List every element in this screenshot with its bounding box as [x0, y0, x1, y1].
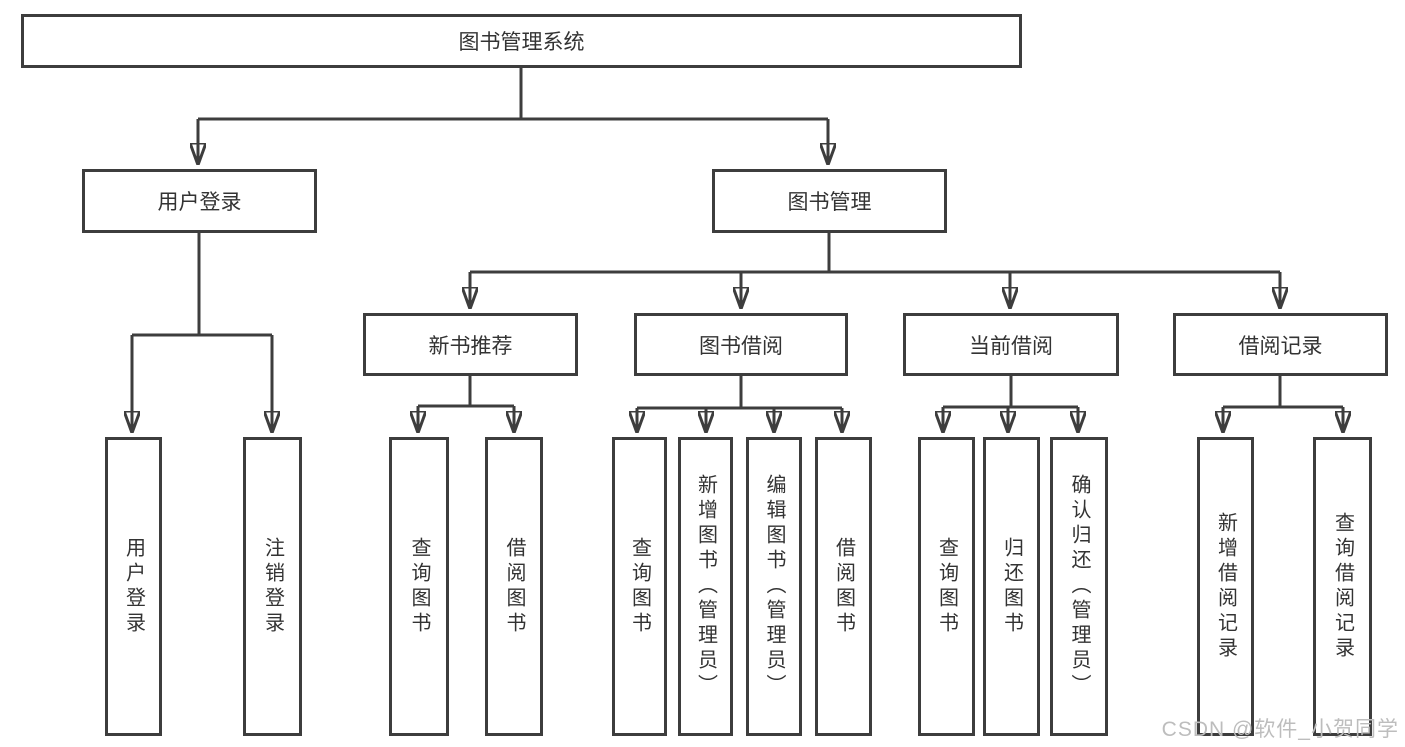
leaf-bb-edit-books-admin-label: 编辑图书（管理员） — [763, 474, 785, 699]
node-user-login-label: 用户登录 — [157, 191, 242, 214]
leaf-bb-add-books-admin-label: 新增图书（管理员） — [694, 474, 717, 699]
leaf-nb-borrow-books: 借阅图书 — [485, 437, 543, 736]
leaf-cb-query-books: 查询图书 — [918, 437, 975, 736]
leaf-user-login-label: 用户登录 — [122, 536, 145, 637]
leaf-bb-query-books: 查询图书 — [612, 437, 667, 736]
leaf-logout-label: 注销登录 — [261, 536, 284, 637]
node-user-login: 用户登录 — [82, 169, 317, 233]
node-new-book-recommend-label: 新书推荐 — [428, 334, 513, 358]
watermark: CSDN @软件_小贺同学 — [1161, 718, 1399, 741]
leaf-logout: 注销登录 — [243, 437, 302, 736]
leaf-cb-confirm-return-admin-label: 确认归还（管理员） — [1068, 474, 1090, 699]
node-borrow-records: 借阅记录 — [1173, 313, 1388, 376]
leaf-bb-borrow-books: 借阅图书 — [815, 437, 872, 736]
node-new-book-recommend: 新书推荐 — [363, 313, 578, 376]
leaf-nb-borrow-books-label: 借阅图书 — [503, 536, 525, 637]
leaf-nb-query-books-label: 查询图书 — [408, 536, 430, 637]
node-book-borrow-label: 图书借阅 — [699, 334, 783, 358]
node-current-borrow-label: 当前借阅 — [969, 334, 1053, 358]
leaf-rec-query-record: 查询借阅记录 — [1313, 437, 1372, 736]
leaf-user-login: 用户登录 — [105, 437, 162, 736]
node-library-system-label: 图书管理系统 — [458, 31, 585, 54]
leaf-bb-borrow-books-label: 借阅图书 — [832, 536, 855, 637]
node-current-borrow: 当前借阅 — [903, 313, 1119, 376]
leaf-cb-confirm-return-admin: 确认归还（管理员） — [1050, 437, 1108, 736]
leaf-bb-edit-books-admin: 编辑图书（管理员） — [746, 437, 802, 736]
leaf-bb-add-books-admin: 新增图书（管理员） — [678, 437, 733, 736]
leaf-rec-add-record-label: 新增借阅记录 — [1214, 511, 1237, 662]
leaf-rec-add-record: 新增借阅记录 — [1197, 437, 1254, 736]
leaf-bb-query-books-label: 查询图书 — [628, 536, 651, 637]
leaf-rec-query-record-label: 查询借阅记录 — [1331, 511, 1354, 662]
node-library-system: 图书管理系统 — [21, 14, 1022, 68]
leaf-nb-query-books: 查询图书 — [389, 437, 449, 736]
leaf-cb-return-books: 归还图书 — [983, 437, 1040, 736]
node-book-management-label: 图书管理 — [787, 191, 872, 214]
leaf-cb-return-books-label: 归还图书 — [1000, 536, 1023, 637]
node-book-management: 图书管理 — [712, 169, 947, 233]
node-book-borrow: 图书借阅 — [634, 313, 848, 376]
node-borrow-records-label: 借阅记录 — [1238, 334, 1323, 358]
leaf-cb-query-books-label: 查询图书 — [935, 536, 958, 637]
